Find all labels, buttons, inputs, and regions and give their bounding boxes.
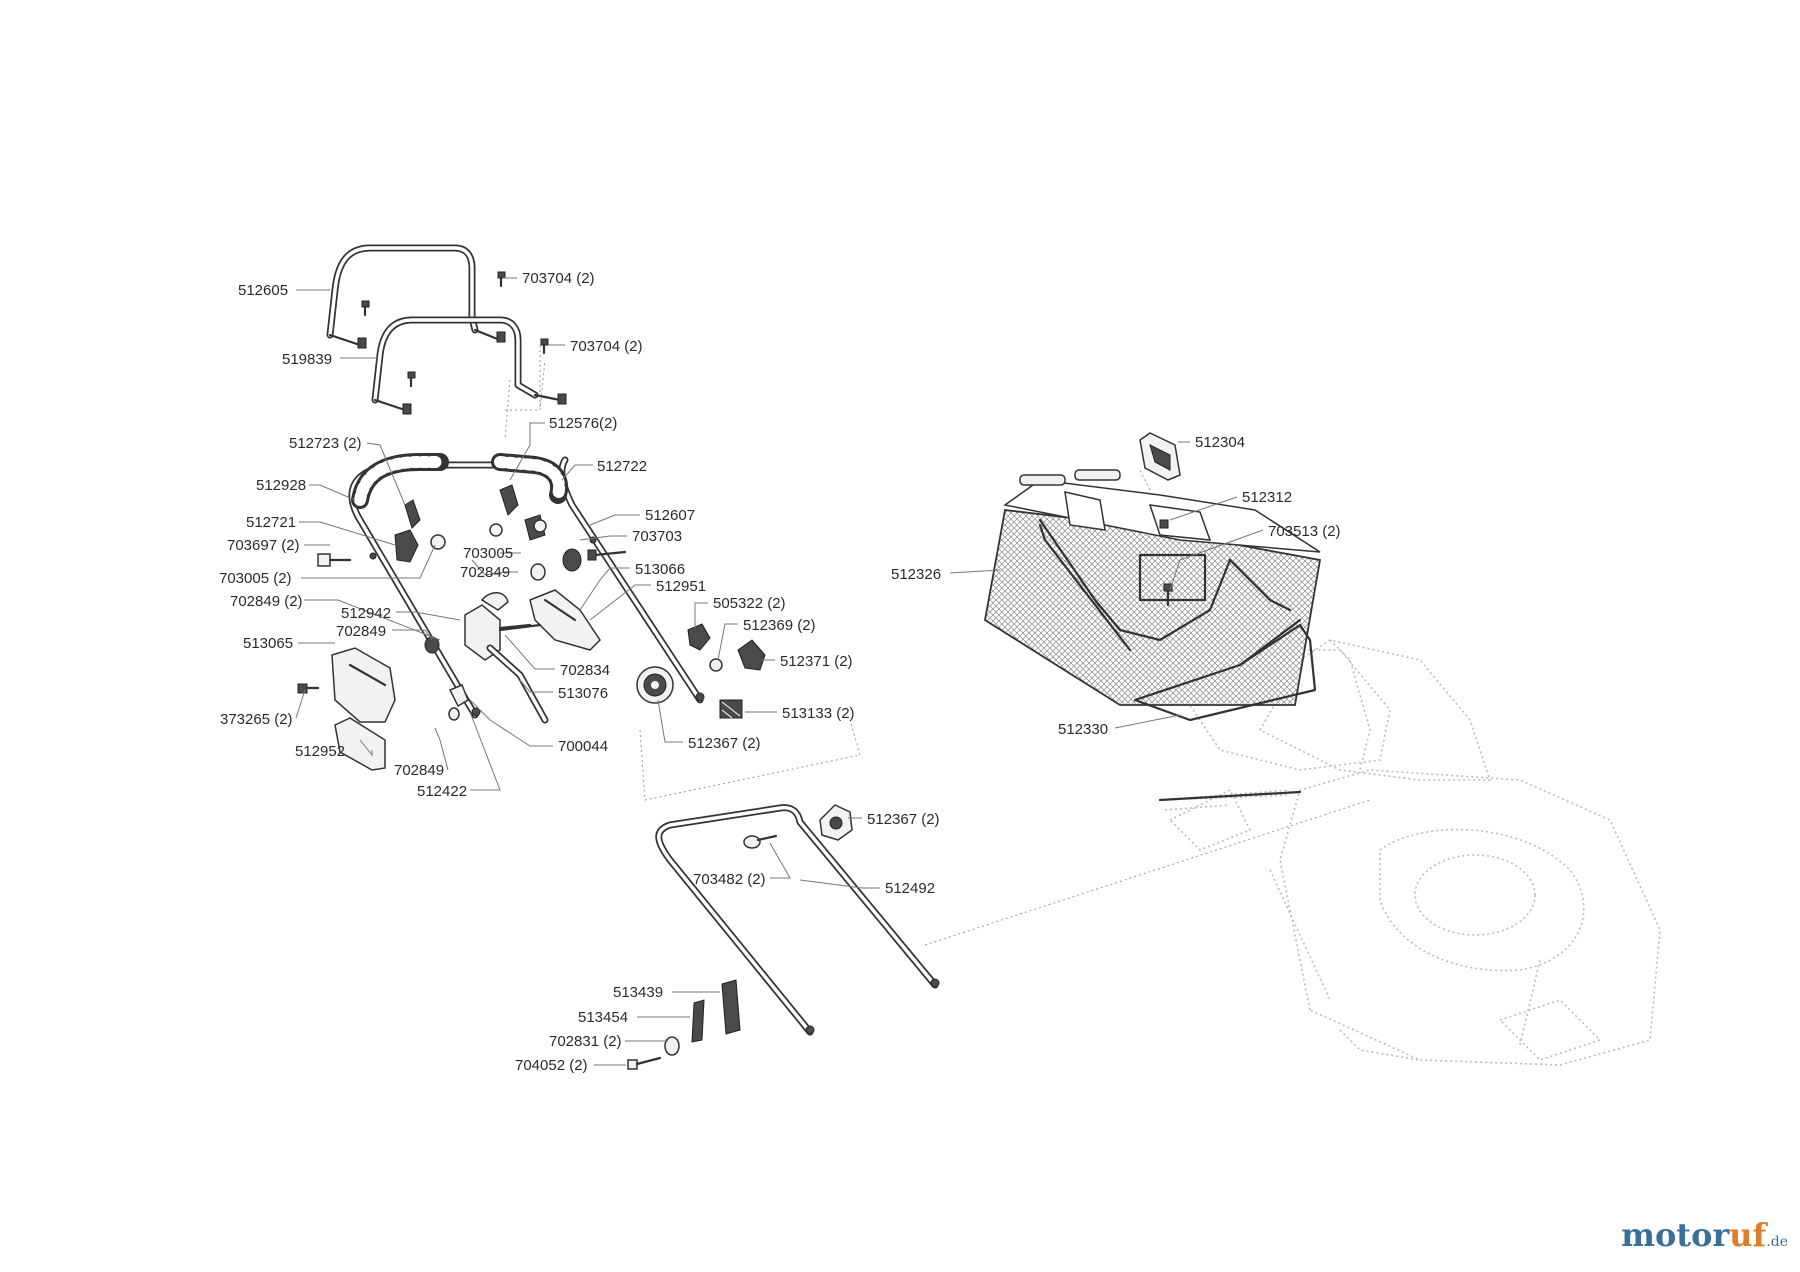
- clip-512422: [448, 684, 469, 721]
- washer-702849-a: [530, 548, 582, 581]
- lever-512942: [464, 592, 542, 661]
- label-703704-a: 703704 (2): [522, 270, 595, 287]
- washer-512369: [709, 658, 723, 672]
- label-512723: 512723 (2): [289, 435, 362, 452]
- grip-512304: [1139, 432, 1181, 481]
- bolt-703482: [743, 834, 778, 849]
- brand-logo: motoruf.de: [1621, 1216, 1788, 1254]
- label-512371: 512371 (2): [780, 653, 853, 670]
- screw-373265: [297, 683, 320, 694]
- label-513065: 513065: [243, 635, 293, 652]
- brand-suffix: .de: [1766, 1234, 1788, 1250]
- label-702831: 702831 (2): [549, 1033, 622, 1050]
- washer-702831: [664, 1036, 680, 1056]
- label-512942: 512942: [341, 605, 391, 622]
- label-513066: 513066: [635, 561, 685, 578]
- brand-name-part2: uf: [1729, 1216, 1767, 1254]
- label-703697: 703697 (2): [227, 537, 300, 554]
- label-512367-b: 512367 (2): [867, 811, 940, 828]
- mower-deck-ghost: [1159, 639, 1661, 1066]
- label-512721: 512721: [246, 514, 296, 531]
- bolt-703697: [317, 553, 352, 567]
- label-512605: 512605: [238, 282, 288, 299]
- knob-512367-b: [819, 804, 853, 841]
- label-373265: 373265 (2): [220, 711, 293, 728]
- label-512326: 512326: [891, 566, 941, 583]
- label-512330: 512330: [1058, 721, 1108, 738]
- label-513439: 513439: [613, 984, 663, 1001]
- label-513454: 513454: [578, 1009, 628, 1026]
- label-512951: 512951: [656, 578, 706, 595]
- bolt-702834: [498, 623, 532, 630]
- label-700044: 700044: [558, 738, 608, 755]
- label-512422: 512422: [417, 783, 467, 800]
- screw-703704-b: [407, 338, 549, 388]
- label-513076: 513076: [558, 685, 608, 702]
- label-702834: 702834: [560, 662, 610, 679]
- nut-505322: [687, 623, 711, 651]
- screw-704052: [627, 1056, 662, 1070]
- label-702849-a: 702849: [460, 564, 510, 581]
- label-512722: 512722: [597, 458, 647, 475]
- label-512367-a: 512367 (2): [688, 735, 761, 752]
- label-702849-d: 702849: [394, 762, 444, 779]
- clamp-513066: [529, 589, 601, 651]
- label-703005-a: 703005: [463, 545, 513, 562]
- spring-513133: [719, 699, 743, 719]
- label-512576: 512576(2): [549, 415, 617, 432]
- knob-512367-a: [636, 666, 674, 704]
- knob-512371: [737, 639, 766, 671]
- label-512492: 512492: [885, 880, 935, 897]
- cover-513065: [331, 647, 396, 723]
- cover-512952: [334, 717, 386, 771]
- brand-name-part1: motor: [1621, 1216, 1730, 1254]
- label-703703: 703703: [632, 528, 682, 545]
- bracket-513454: [691, 999, 705, 1043]
- label-702849-c: 702849: [336, 623, 386, 640]
- label-512952: 512952: [295, 743, 345, 760]
- bolt-703703: [587, 549, 627, 561]
- screw-703513: [1163, 583, 1173, 607]
- handle-519839: [371, 316, 567, 415]
- label-512312: 512312: [1242, 489, 1292, 506]
- label-702849-b: 702849 (2): [230, 593, 303, 610]
- label-505322: 505322 (2): [713, 595, 786, 612]
- lever-512721: [394, 499, 421, 563]
- rod-513076: [486, 644, 549, 724]
- label-519839: 519839: [282, 351, 332, 368]
- label-703005-b: 703005 (2): [219, 570, 292, 587]
- label-512607: 512607: [645, 507, 695, 524]
- top-handle-512605: [326, 244, 506, 349]
- label-512304: 512304: [1195, 434, 1245, 451]
- label-703513: 703513 (2): [1268, 523, 1341, 540]
- clip-512312: [1159, 519, 1169, 529]
- clip-513439: [721, 979, 741, 1035]
- grass-bag-512326: [984, 469, 1322, 706]
- leader-lines: [295, 277, 1264, 1066]
- frame-512330: [1133, 618, 1317, 722]
- label-512369: 512369 (2): [743, 617, 816, 634]
- label-512928: 512928: [256, 477, 306, 494]
- screw-703704-a: [361, 271, 506, 317]
- label-704052: 704052 (2): [515, 1057, 588, 1074]
- part-labels: 512605 703704 (2) 519839 703704 (2) 5127…: [219, 270, 1341, 1074]
- label-703482: 703482 (2): [693, 871, 766, 888]
- mower-drive-rod-ghost: [1158, 789, 1302, 802]
- label-513133: 513133 (2): [782, 705, 855, 722]
- label-703704-b: 703704 (2): [570, 338, 643, 355]
- lower-handle-512492: [655, 804, 940, 1036]
